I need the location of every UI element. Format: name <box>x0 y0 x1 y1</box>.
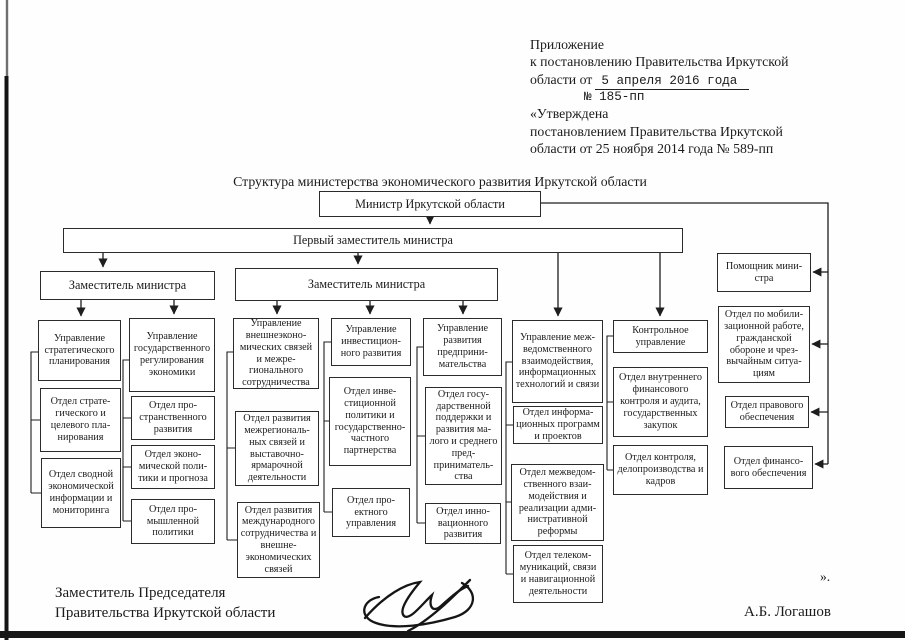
box-unit-info-programs: Отдел информа­ционных про­грамм и проект… <box>513 406 603 444</box>
box-dept-strategic-planning: Управление стратегиче­ского плани­ровани… <box>38 320 121 381</box>
box-unit-admin-reform: Отдел межведом­ственного взаи­модействия… <box>511 464 604 541</box>
box-first-deputy-minister: Первый заместитель министра <box>63 228 683 253</box>
box-minister: Министр Иркутской области <box>319 191 541 217</box>
signature-autograph <box>363 578 474 633</box>
box-dept-investment: Управление инвестицион­ного развития <box>331 318 411 366</box>
signer-title: Заместитель Председателя Правительства И… <box>55 584 275 624</box>
box-unit-summary-economic-info: Отдел сводной экономиче­ской инфор­мации… <box>41 458 121 528</box>
box-unit-financial-support: Отдел финансо­вого обеспече­ния <box>724 446 813 489</box>
header-line-5: «Утверждена <box>530 106 609 122</box>
box-unit-telecom-navigation: Отдел телеком­муникаций, связи и навигац… <box>513 545 603 603</box>
department-brackets <box>30 335 613 575</box>
box-unit-financial-control: Отдел внутренне­го финансового контроля … <box>613 367 708 437</box>
box-unit-industrial-policy: Отдел про­мышленной политики <box>131 499 215 544</box>
box-unit-economic-policy: Отдел эконо­мической поли­тики и прогноз… <box>131 445 215 489</box>
hierarchy-arrows <box>76 202 829 469</box>
box-unit-sme-support: Отдел госу­дарственной поддержки и разви… <box>425 387 502 485</box>
chart-title: Структура министерства экономического ра… <box>233 174 647 189</box>
closing-quote-mark: ». <box>820 569 831 584</box>
header-line-2: к постановлению Правительства Иркутской <box>530 54 789 70</box>
box-deputy-minister-left: Заместитель министра <box>40 271 215 300</box>
header-line-1: Приложение <box>530 37 605 52</box>
box-unit-records-hr: Отдел контроля, делопроизводства и кадро… <box>613 445 708 495</box>
box-unit-mobilization-civil-defense: Отдел по мобили­зационной рабо­те, гражд… <box>718 306 810 383</box>
document-header: Приложение к постановлению Правительства… <box>530 36 789 158</box>
box-unit-international-cooperation: Отдел развития международно­го сотруднич… <box>237 502 320 578</box>
signer-title-line-1: Заместитель Председателя <box>55 585 226 601</box>
box-dept-control: Контрольное управление <box>613 320 708 353</box>
box-unit-project-management: Отдел про­ектного управления <box>332 488 410 537</box>
box-unit-strategic-target-planning: Отдел страте­гического и целевого пла­ни… <box>40 388 121 452</box>
box-dept-entrepreneurship: Управление развития предприни­мательства <box>423 318 502 376</box>
box-unit-interregional-ties: Отдел развития межрегиональ­ных связей и… <box>235 411 319 486</box>
header-doc-number: № 185-пп <box>584 89 645 104</box>
signer-name: А.Б. Логашов <box>744 604 831 620</box>
header-date-value: 5 апреля 2016 года <box>595 73 750 90</box>
box-dept-interagency-it: Управление меж­ведомственного взаимодейс… <box>512 320 603 403</box>
box-dept-state-regulation: Управление государствен­ного регулиро­ва… <box>129 318 215 392</box>
box-unit-investment-policy-ppp: Отдел инве­стиционной политики и государ… <box>329 377 411 466</box>
header-line-7: области от 25 ноября 2014 года № 589-пп <box>530 141 774 157</box>
box-deputy-minister-mid: Заместитель министра <box>235 268 498 301</box>
box-dept-foreign-economic: Управление внешнеэконо­мических свя­зей … <box>233 318 319 389</box>
header-date-prefix: области от <box>530 71 593 87</box>
box-minister-assistant: Помощник мини­стра <box>717 253 811 292</box>
signer-title-line-2: Правительства Иркутской области <box>55 604 276 621</box>
box-unit-innovation-development: Отдел инно­вационного развития <box>425 503 501 544</box>
header-line-6: постановлением Правительства Иркутской <box>530 123 783 139</box>
box-unit-legal-support: Отдел правово­го обеспечения <box>725 396 809 428</box>
box-unit-spatial-development: Отдел про­странственного развития <box>131 396 215 440</box>
